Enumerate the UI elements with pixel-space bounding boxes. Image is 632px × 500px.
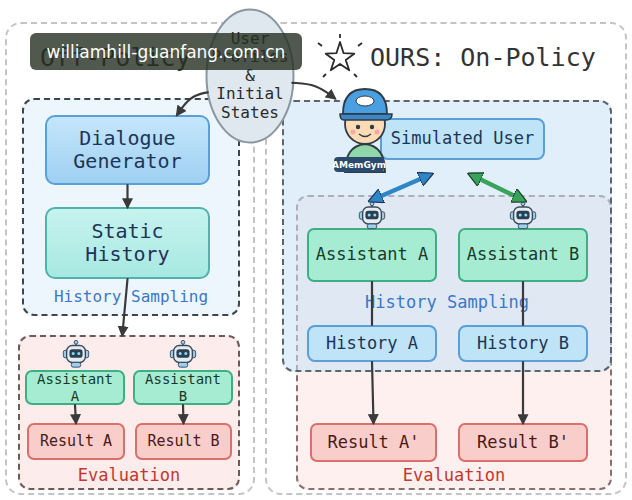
box-shape: History B xyxy=(458,325,588,362)
box-label: Simulated User xyxy=(391,129,534,149)
group-label: History Sampling xyxy=(284,293,610,312)
box-shape: Result A' xyxy=(310,423,437,462)
box-shape: Result A xyxy=(27,423,125,460)
box-shape: Assistant A xyxy=(25,370,125,405)
box-label: Result A' xyxy=(327,433,419,453)
box-shape: Static History xyxy=(45,207,210,279)
assistant-box: Assistant B xyxy=(133,338,233,405)
box-label: Assistant B xyxy=(139,371,227,403)
result-box: Result B' xyxy=(458,423,588,462)
input-ellipse: User Profiles & Initial States xyxy=(205,8,295,144)
panel-title: OURS: On-Policy xyxy=(370,44,596,72)
assistant-box: Assistant B xyxy=(458,200,588,282)
box-shape: Result B' xyxy=(458,423,588,462)
process-box: Static History xyxy=(45,207,210,279)
panel: OURS: On-PolicyHistory Sampling Simulated… xyxy=(265,22,627,495)
box-shape: Result B xyxy=(135,423,232,460)
box-label: Result B xyxy=(147,433,219,450)
group-box: History Sampling Dialogue GeneratorStatic… xyxy=(22,98,240,316)
watermark: williamhill-guanfang.com.cn xyxy=(30,33,302,70)
box-shape: Dialogue Generator xyxy=(45,115,210,185)
history-box: History B xyxy=(458,325,588,362)
group-label: Evaluation xyxy=(20,466,238,485)
box-label: History A xyxy=(326,334,418,354)
ellipse-shape xyxy=(207,10,294,143)
box-shape: Assistant B xyxy=(133,370,233,405)
box-label: History B xyxy=(477,334,569,354)
group-box: History Sampling Simulated UserAssistant … xyxy=(282,100,612,372)
group-label: History Sampling xyxy=(24,288,238,306)
ellipse-text-area: User Profiles & Initial States xyxy=(210,8,290,144)
box-shape: History A xyxy=(307,325,437,362)
badge-label: AMemGym xyxy=(334,157,384,172)
assistant-box: Assistant A xyxy=(307,200,437,282)
box-shape: Assistant A xyxy=(307,228,437,282)
history-box: History A xyxy=(307,325,437,362)
assistant-box: Assistant A xyxy=(25,338,125,405)
result-box: Result A' xyxy=(310,423,437,462)
box-label: Assistant A xyxy=(316,245,429,265)
box-label: Result A xyxy=(40,433,112,450)
box-shape: Assistant B xyxy=(458,228,588,282)
box-label: Result B' xyxy=(477,433,569,453)
box-label: Assistant B xyxy=(467,245,580,265)
result-box: Result A xyxy=(27,423,125,460)
box-label: Dialogue Generator xyxy=(51,127,204,173)
result-box: Result B xyxy=(135,423,232,460)
box-label: Static History xyxy=(51,220,204,266)
group-label: Evaluation xyxy=(298,466,610,485)
box-label: Assistant A xyxy=(31,371,119,403)
group-box: Evaluation Assistant A Assistant B Result A… xyxy=(18,335,240,490)
box-shape: Simulated User xyxy=(380,118,545,160)
process-box: Dialogue Generator xyxy=(45,115,210,185)
